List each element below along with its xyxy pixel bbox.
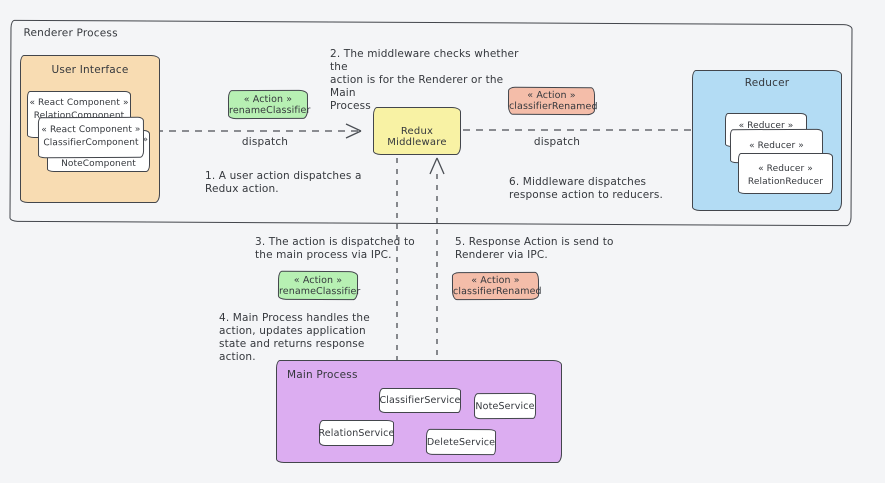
service-name: RelationService xyxy=(318,427,395,439)
action-classifier-renamed-bottom[interactable]: « Action » classifierRenamed xyxy=(451,271,542,301)
user-interface-box[interactable]: User Interface « React Component » Relat… xyxy=(20,55,160,203)
stereotype-label: « Action » xyxy=(293,274,343,287)
relation-service-box[interactable]: RelationService xyxy=(318,420,395,446)
reducer-label: Reducer xyxy=(744,77,790,89)
stereotype-label: « Reducer » xyxy=(749,140,804,152)
annotation-step-5[interactable]: 5. Response Action is send to Renderer v… xyxy=(455,236,614,261)
component-name: RelationComponent xyxy=(33,111,125,121)
stereotype-label: « Action » xyxy=(471,274,520,287)
user-interface-label: User Interface xyxy=(51,64,129,76)
annotation-step-3[interactable]: 3. The action is dispatched to the main … xyxy=(255,236,415,261)
stereotype-label: « Reducer » xyxy=(758,164,813,174)
dispatch-label-right[interactable]: dispatch xyxy=(533,136,581,148)
annotation-step-6[interactable]: 6. Middleware dispatches response action… xyxy=(509,176,663,201)
action-name: classifierRenamed xyxy=(453,285,542,298)
delete-service-box[interactable]: DeleteService xyxy=(425,428,497,456)
reducer-box[interactable]: Reducer « Reducer » « Reducer » « Reduce… xyxy=(692,70,842,211)
renderer-process-label: Renderer Process xyxy=(23,26,118,40)
annotation-step-4[interactable]: 4. Main Process handles the action, upda… xyxy=(219,312,370,363)
react-component-card-classifier[interactable]: « React Component » ClassifierComponent xyxy=(37,116,145,159)
service-name: ClassifierService xyxy=(379,395,461,406)
annotation-step-1[interactable]: 1. A user action dispatches a Redux acti… xyxy=(205,170,362,195)
stereotype-label: « Reducer » xyxy=(738,121,794,131)
reducer-card-relation[interactable]: « Reducer » RelationReducer xyxy=(738,153,833,194)
stereotype-label: « React Component » xyxy=(29,98,129,108)
main-process-label: Main Process xyxy=(287,369,358,381)
main-process-box[interactable]: Main Process ClassifierService NoteServi… xyxy=(276,360,562,463)
stereotype-label: « Action » xyxy=(243,93,293,106)
redux-middleware-box[interactable]: Redux Middleware xyxy=(373,107,461,155)
redux-middleware-label: Redux Middleware xyxy=(387,126,447,148)
stereotype-label: « React Component » xyxy=(41,124,141,136)
component-name: ClassifierComponent xyxy=(43,137,139,149)
service-name: DeleteService xyxy=(426,436,496,448)
note-service-box[interactable]: NoteService xyxy=(473,392,537,420)
action-name: renameClassifier xyxy=(278,285,361,298)
service-name: NoteService xyxy=(475,400,535,412)
action-name: renameClassifier xyxy=(229,104,311,117)
annotation-step-2[interactable]: 2. The middleware checks whether the act… xyxy=(330,48,519,112)
component-name: NoteComponent xyxy=(61,159,136,169)
classifier-service-box[interactable]: ClassifierService xyxy=(379,388,461,413)
action-rename-classifier-bottom[interactable]: « Action » renameClassifier xyxy=(277,270,361,301)
dispatch-label-left[interactable]: dispatch xyxy=(241,136,289,148)
reducer-name: RelationReducer xyxy=(747,177,824,187)
action-rename-classifier-top[interactable]: « Action » renameClassifier xyxy=(227,89,311,120)
